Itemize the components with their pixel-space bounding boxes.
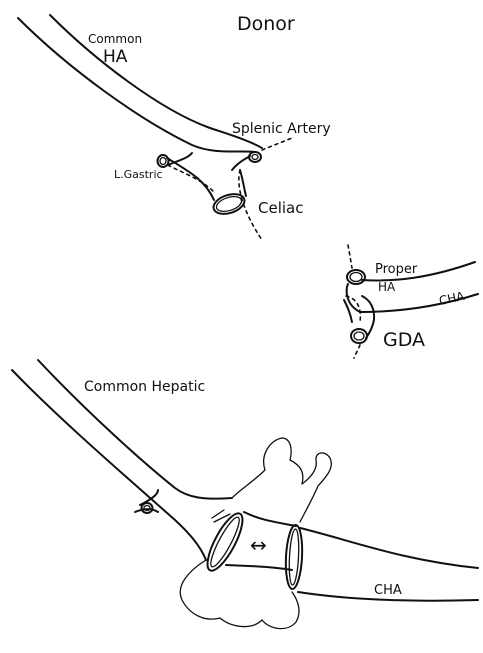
celiac-label: Celiac: [258, 199, 303, 217]
proper-ha-label-line2: HA: [378, 280, 396, 294]
bidirectional-arrow: ↔: [250, 533, 267, 557]
splenic-artery-stump: [249, 152, 261, 162]
proper-ha-cut-line: [348, 245, 352, 268]
cha-label-top: CHA: [438, 289, 467, 308]
small-branch-stump: [142, 503, 153, 513]
common-ha-label-line2: HA: [103, 47, 128, 67]
gda-label: GDA: [383, 329, 425, 351]
gda-orifice: [351, 329, 367, 343]
common-hepatic-label: Common Hepatic: [84, 379, 205, 395]
splenic-artery-label: Splenic Artery: [232, 121, 331, 137]
proper-ha-label-line1: Proper: [375, 262, 418, 277]
right-anastomotic-ring: [284, 525, 303, 590]
gda-cut-line: [354, 345, 360, 358]
splenic-cut-line: [262, 138, 292, 150]
proper-ha-orifice: [347, 270, 365, 284]
common-ha-label-line1: Common: [88, 32, 142, 46]
l-gastric-stump: [158, 155, 169, 167]
l-gastric-label: L.Gastric: [114, 168, 163, 181]
celiac-orifice: [211, 190, 247, 217]
donor-label: Donor: [237, 13, 295, 35]
cha-label-bottom: CHA: [374, 583, 402, 598]
